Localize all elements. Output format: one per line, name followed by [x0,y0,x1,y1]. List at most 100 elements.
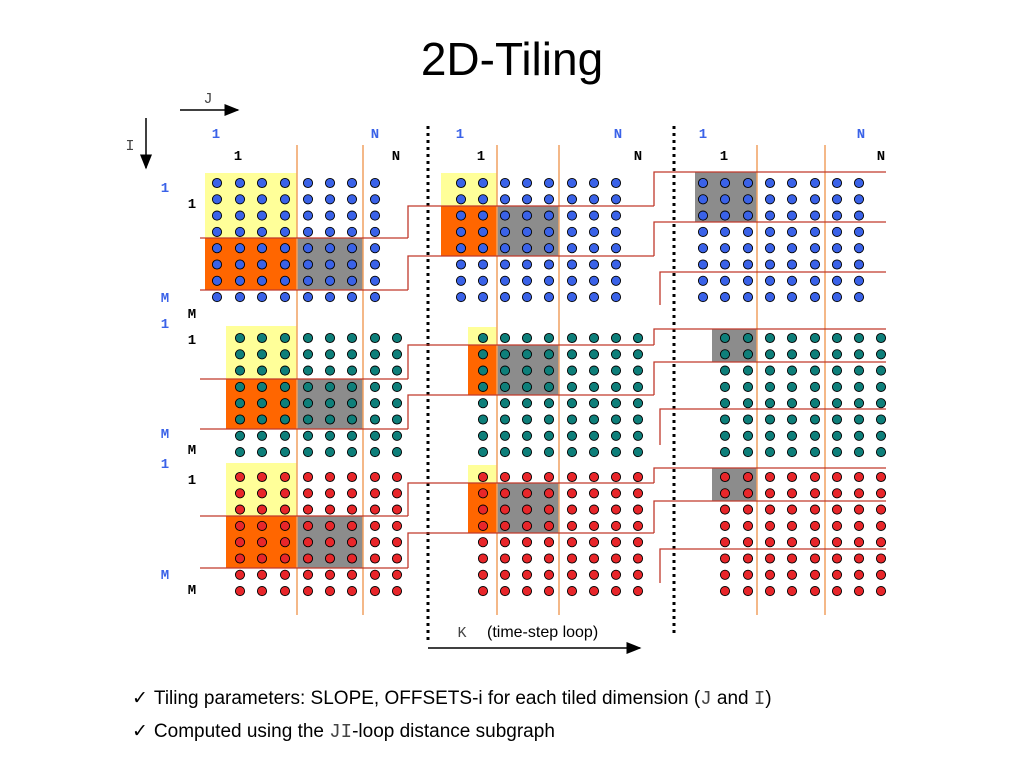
teal-dot [499,414,511,425]
red-dot [543,488,555,499]
red-dot [521,471,533,483]
blue-dot [566,226,578,237]
teal-dot [256,381,268,392]
teal-dot [279,398,291,409]
i-axis-label: I [125,138,134,155]
red-dot [521,586,533,597]
teal-dot [588,365,600,376]
blue-dot [369,177,381,189]
bullet-code: JI [329,721,353,743]
red-dot [588,569,600,580]
red-dot [719,537,731,548]
blue-dot [543,194,555,205]
blue-dot [566,259,578,270]
teal-dot [719,349,731,360]
tile-boundary [407,344,654,379]
teal-dot [256,430,268,441]
teal-dot [521,398,533,409]
red-dot [831,504,843,515]
teal-dot [632,349,644,360]
red-dot [256,471,268,483]
blue-dot [369,243,381,254]
teal-dot [875,349,887,360]
red-dot [521,488,533,499]
teal-dot [764,349,776,360]
blue-dot [764,292,776,303]
teal-dot [324,414,336,425]
teal-dot [324,365,336,376]
teal-dot [632,414,644,425]
blue-dot [831,177,843,189]
teal-dot [831,332,843,344]
red-dot [786,504,798,515]
blue-dot [234,292,246,303]
red-dot [566,569,578,580]
blue-dot [302,275,314,286]
red-dot [391,488,403,499]
teal-dot [324,447,336,458]
red-dot [324,488,336,499]
blue-dot [211,243,223,254]
blue-dot [786,243,798,254]
col-label-end: N [392,149,400,165]
blue-dot [477,177,489,189]
red-dot [256,569,268,580]
blue-dot [697,259,709,270]
red-dot [786,569,798,580]
blue-dot [697,177,709,189]
red-dot [742,537,754,548]
blue-dot [369,194,381,205]
red-dot [764,488,776,499]
blue-dot [211,177,223,189]
red-dot [346,586,358,597]
teal-dot [521,414,533,425]
teal-dot [719,365,731,376]
red-dot [279,586,291,597]
teal-dot [809,398,821,409]
row-label-end: M [188,307,196,323]
blue-dot [279,177,291,189]
teal-dot [786,332,798,344]
blue-dot [324,292,336,303]
teal-dot [831,398,843,409]
red-dot [632,586,644,597]
teal-dot [719,332,731,344]
teal-dot [391,398,403,409]
teal-dot [256,447,268,458]
red-dot [279,471,291,483]
red-dot [346,504,358,515]
teal-dot [853,349,865,360]
blue-dot [369,210,381,221]
teal-dot [543,398,555,409]
red-dot [853,504,865,515]
blue-dot [566,275,578,286]
blue-dot [831,226,843,237]
teal-dot [764,381,776,392]
blue-dot [853,194,865,205]
blue-dot [719,210,731,221]
teal-dot [742,447,754,458]
teal-dot [742,381,754,392]
red-dot [566,520,578,531]
blue-dot [610,177,622,189]
blue-dot [302,259,314,270]
teal-dot [853,398,865,409]
teal-dot [566,414,578,425]
red-dot [875,586,887,597]
teal-dot [566,349,578,360]
red-dot [346,520,358,531]
blue-dot [809,226,821,237]
blue-dot [279,259,291,270]
split-lines [296,145,826,615]
teal-dot [477,398,489,409]
red-dot [853,537,865,548]
blue-dot [566,210,578,221]
red-dot [809,520,821,531]
teal-dot [543,332,555,344]
teal-dot [809,414,821,425]
teal-dot [588,414,600,425]
teal-dot [764,332,776,344]
blue-dot [853,226,865,237]
col-label-start: 1 [234,149,242,165]
teal-dot [369,332,381,344]
